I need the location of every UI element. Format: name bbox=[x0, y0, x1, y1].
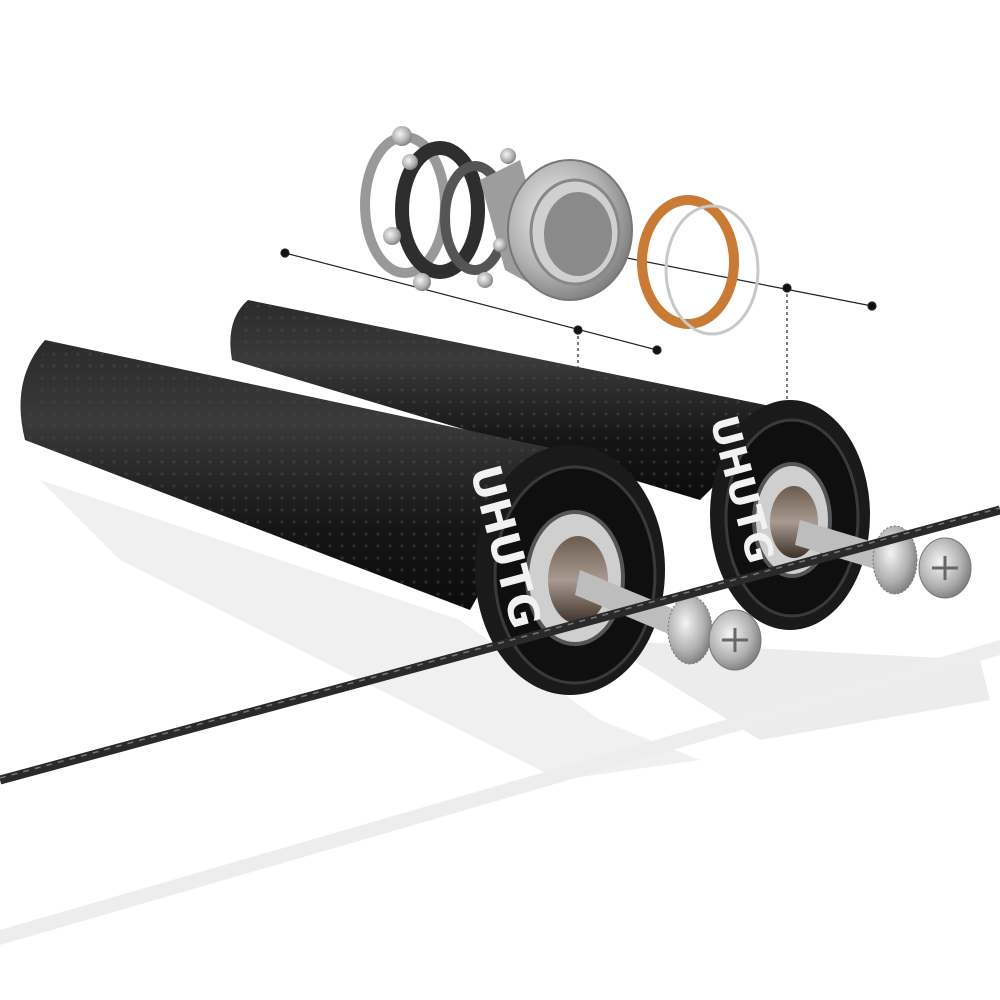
handle-front: UHUTG bbox=[20, 340, 665, 695]
exploded-bearing bbox=[360, 126, 760, 336]
shadows bbox=[0, 480, 1000, 945]
axle-screws bbox=[575, 520, 972, 671]
steel-cable bbox=[0, 505, 1000, 785]
